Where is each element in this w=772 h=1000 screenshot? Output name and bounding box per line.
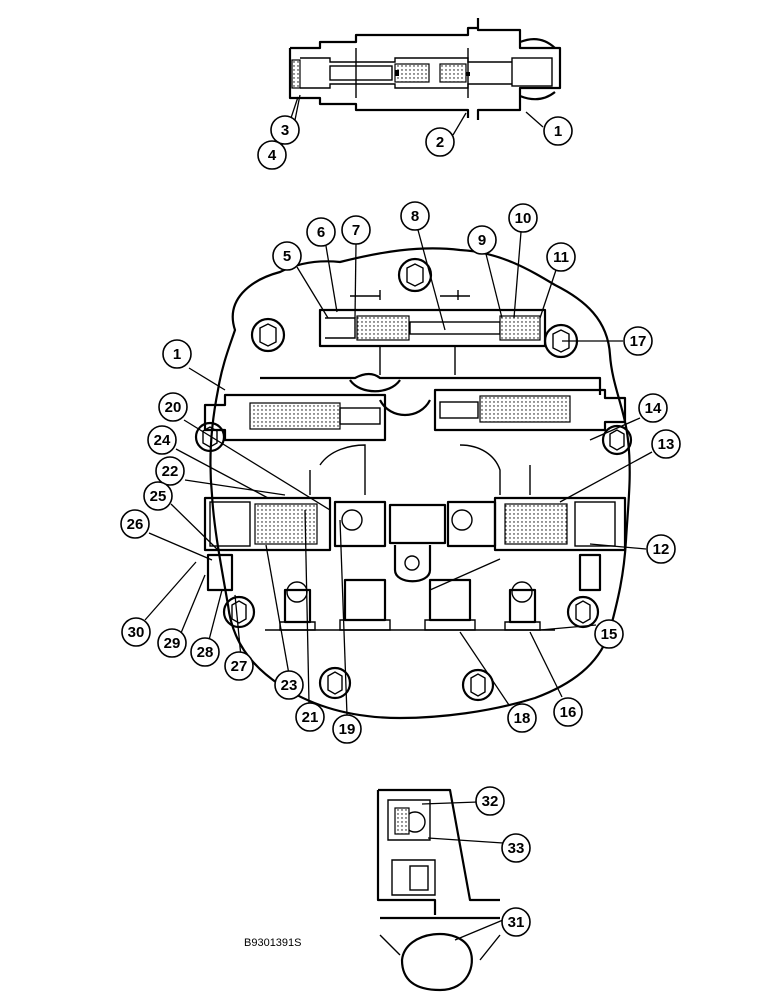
callout-21: 21 [295,702,325,732]
callout-19: 19 [332,714,362,744]
callout-1-top: 1 [543,116,573,146]
drawing-code: B9301391S [244,937,302,949]
leader-lines [144,94,653,941]
svg-text:4: 4 [268,147,277,164]
callout-27: 27 [224,651,254,681]
callout-8: 8 [400,201,430,231]
svg-text:32: 32 [482,793,499,810]
port-fitting-left [279,581,316,631]
housing-bolt-right-mid [601,424,633,456]
callouts: 1 2 3 4 5 6 7 8 9 10 11 17 1 20 14 24 13… [120,115,681,937]
callout-14: 14 [638,393,668,423]
svg-text:29: 29 [164,635,181,652]
housing-bolt-top-left [250,317,286,353]
svg-text:26: 26 [127,516,144,533]
port-fitting-right [504,581,541,631]
callout-32: 32 [475,786,505,816]
callout-16: 16 [553,697,583,727]
callout-1-main: 1 [162,339,192,369]
callout-22: 22 [155,456,185,486]
callout-7: 7 [341,215,371,245]
relief-valve-assembly [288,18,562,120]
callout-30: 30 [121,617,151,647]
housing-bolt-lower-right [566,595,600,629]
svg-text:17: 17 [630,333,647,350]
svg-text:12: 12 [653,541,670,558]
svg-text:33: 33 [508,840,525,857]
callout-17: 17 [623,326,653,356]
port-fitting-center-left [339,578,391,631]
detail-view [376,788,501,992]
svg-text:3: 3 [281,122,289,139]
callout-28: 28 [190,637,220,667]
callout-3: 3 [270,115,300,145]
svg-text:9: 9 [478,232,486,249]
svg-text:8: 8 [411,208,419,225]
callout-18: 18 [507,703,537,733]
callout-12: 12 [646,534,676,564]
svg-text:2: 2 [436,134,444,151]
svg-text:18: 18 [514,710,531,727]
svg-text:25: 25 [150,488,167,505]
callout-23: 23 [274,670,304,700]
callout-9: 9 [467,225,497,255]
svg-text:11: 11 [553,249,569,266]
callout-25: 25 [143,481,173,511]
svg-text:19: 19 [339,721,356,738]
callout-15: 15 [594,619,624,649]
svg-text:7: 7 [352,222,360,239]
callout-11: 11 [546,242,576,272]
svg-text:22: 22 [162,463,179,480]
housing-bolt-bottom-left [318,666,352,700]
svg-text:30: 30 [128,624,145,641]
callout-31: 31 [501,907,531,937]
port-fitting-center-right [424,578,476,631]
callout-24: 24 [147,425,177,455]
svg-text:23: 23 [281,677,298,694]
svg-text:13: 13 [658,436,675,453]
svg-text:6: 6 [317,224,325,241]
housing-bolt-lower-left [222,595,256,629]
svg-text:31: 31 [508,914,525,931]
svg-text:21: 21 [302,709,319,726]
svg-text:24: 24 [154,432,171,449]
housing-bolt-bottom-right [461,668,495,702]
callout-4: 4 [257,140,287,170]
svg-text:1: 1 [173,346,181,363]
callout-2: 2 [425,127,455,157]
svg-text:1: 1 [554,123,562,140]
callout-6: 6 [306,217,336,247]
callout-33: 33 [501,833,531,863]
svg-text:20: 20 [165,399,182,416]
callout-13: 13 [651,429,681,459]
svg-text:28: 28 [197,644,214,661]
svg-text:27: 27 [231,658,248,675]
main-valve-housing [194,247,633,720]
callout-29: 29 [157,628,187,658]
callout-26: 26 [120,509,150,539]
svg-text:15: 15 [601,626,618,643]
callout-10: 10 [508,203,538,233]
svg-text:10: 10 [515,210,532,227]
housing-bolt-left [194,421,226,453]
callout-20: 20 [158,392,188,422]
housing-bolt-top [397,257,433,293]
svg-text:14: 14 [645,400,662,417]
callout-5: 5 [272,241,302,271]
svg-text:5: 5 [283,248,291,265]
svg-text:16: 16 [560,704,577,721]
